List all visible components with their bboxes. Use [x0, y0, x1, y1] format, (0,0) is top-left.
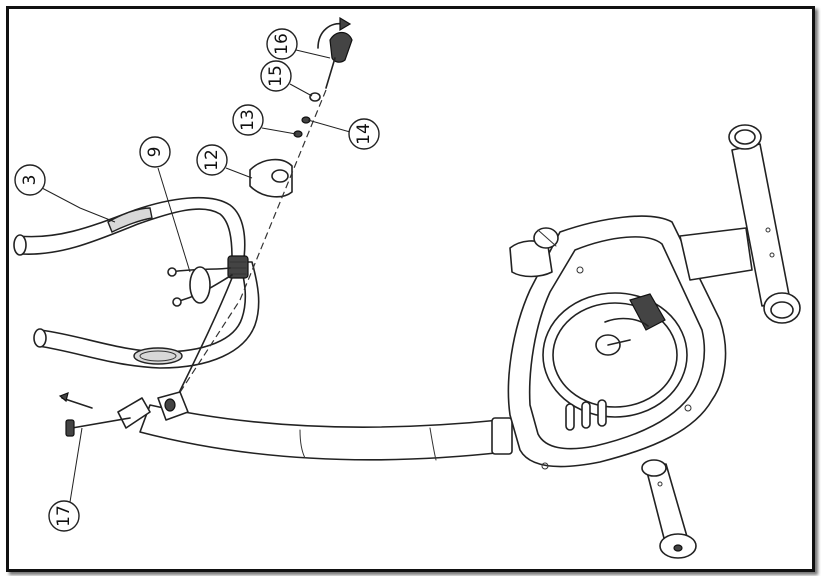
callout-14: 14: [348, 118, 380, 150]
callout-15: 15: [260, 60, 292, 92]
callout-17-label: 17: [54, 505, 74, 527]
callout-3-label: 3: [20, 175, 40, 186]
bike-body: [507, 215, 727, 470]
callout-16: 16: [266, 28, 298, 60]
callout-16-label: 16: [272, 33, 292, 55]
main-frame-tube: [139, 404, 513, 461]
callout-9: 9: [139, 136, 171, 168]
callout-leaders: [41, 49, 351, 503]
callout-3: 3: [14, 164, 46, 196]
sensor-wire: [167, 266, 233, 396]
front-stabilizer: [641, 459, 697, 559]
callout-9-label: 9: [145, 147, 165, 158]
callout-14-label: 14: [354, 123, 374, 145]
rear-stabilizer: [679, 124, 801, 324]
bolt-and-bracket: [58, 391, 189, 437]
callout-12-label: 12: [202, 149, 222, 171]
handlebar: [13, 196, 260, 369]
callout-15-label: 15: [266, 65, 286, 87]
callout-13-label: 13: [238, 109, 258, 131]
callout-17: 17: [48, 500, 80, 532]
callout-12: 12: [196, 144, 228, 176]
callout-13: 13: [232, 104, 264, 136]
handlebar-knob-assembly: [174, 16, 353, 401]
